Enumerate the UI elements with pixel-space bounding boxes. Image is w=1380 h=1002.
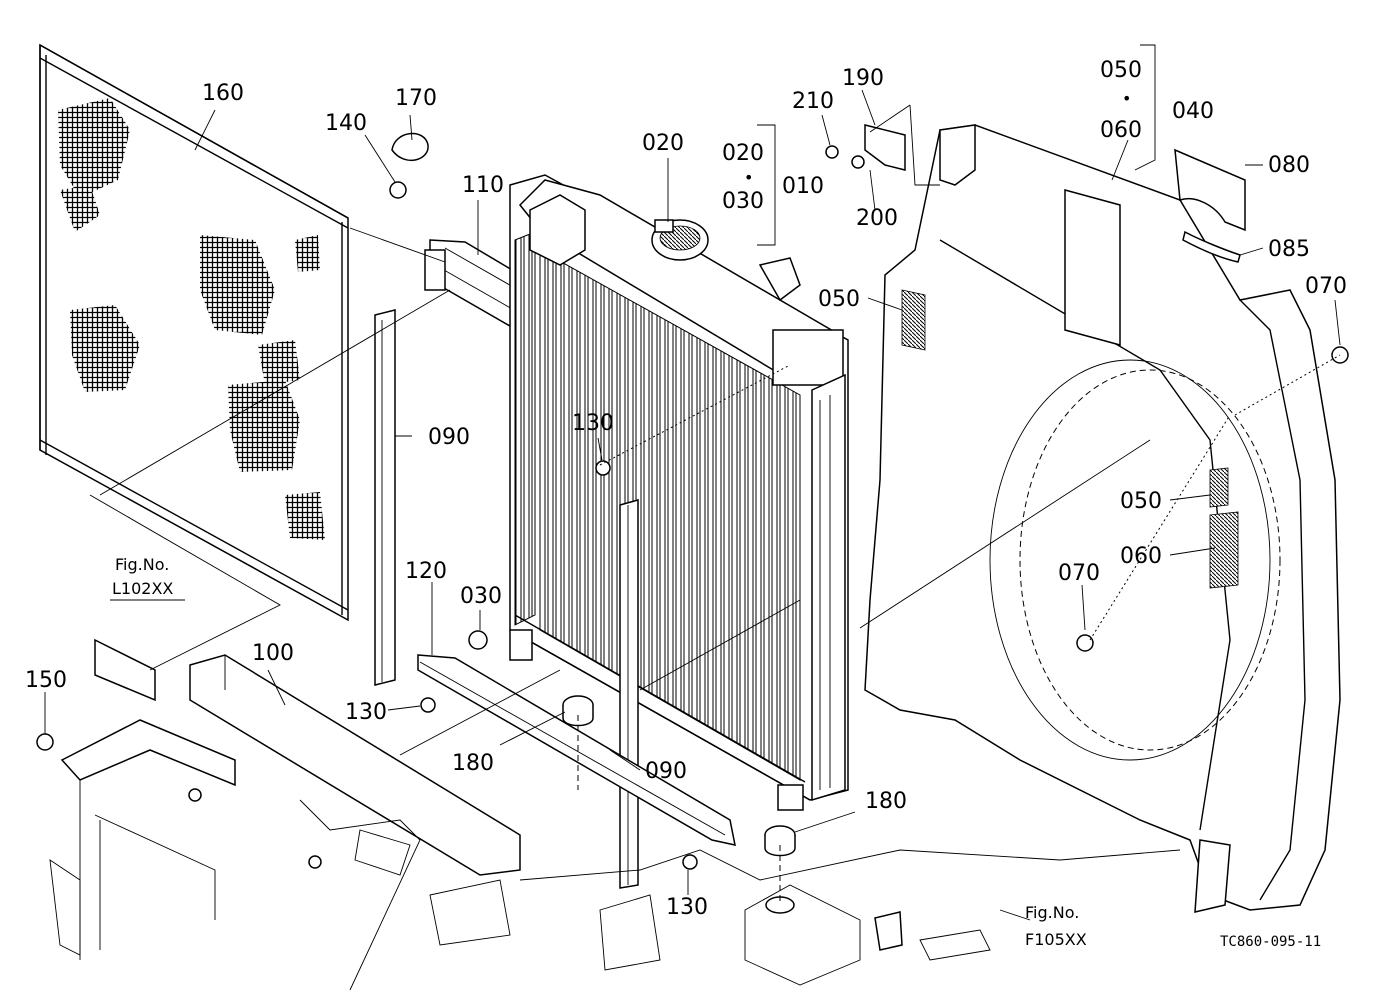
fig-ref-title-1: Fig.No. xyxy=(115,555,169,574)
svg-text:•: • xyxy=(744,168,753,187)
label-210: 210 xyxy=(792,89,834,114)
label-190: 190 xyxy=(842,66,884,91)
grommet-180-left xyxy=(562,695,594,727)
part-labels: 160 170 140 110 020 020 • 030 010 210 19… xyxy=(25,58,1347,920)
label-080: 080 xyxy=(1268,153,1310,178)
bracket-190 xyxy=(825,124,906,171)
label-140: 140 xyxy=(325,111,367,136)
screen-160 xyxy=(39,43,349,622)
label-060-set: 060 xyxy=(1100,118,1142,143)
bolts xyxy=(36,132,1349,870)
fig-ref-title-2: Fig.No. xyxy=(1025,903,1079,922)
label-030-plug: 030 xyxy=(460,584,502,609)
label-085: 085 xyxy=(1268,237,1310,262)
seal-090-left xyxy=(374,309,396,686)
left-frame xyxy=(49,638,421,991)
cover-080 xyxy=(1174,148,1246,232)
fig-ref-code-1: L102XX xyxy=(112,579,173,598)
label-180-right: 180 xyxy=(865,789,907,814)
label-090-left: 090 xyxy=(428,425,470,450)
label-120: 120 xyxy=(405,559,447,584)
figure-reference-l102xx: Fig.No. L102XX xyxy=(110,555,185,601)
label-150: 150 xyxy=(25,668,67,693)
label-100: 100 xyxy=(252,641,294,666)
label-090-right: 090 xyxy=(645,759,687,784)
bracket-120 xyxy=(417,654,736,846)
label-160: 160 xyxy=(202,81,244,106)
label-040: 040 xyxy=(1172,99,1214,124)
drawing-code: TC860-095-11 xyxy=(1220,934,1321,950)
figure-reference-f105xx: Fig.No. F105XX xyxy=(1025,903,1087,949)
label-020-cap: 020 xyxy=(642,131,684,156)
label-060-lower: 060 xyxy=(1120,544,1162,569)
beam-100 xyxy=(189,654,521,876)
svg-text:•: • xyxy=(1122,89,1131,108)
label-030-set: 030 xyxy=(722,189,764,214)
fig-ref-code-2: F105XX xyxy=(1025,930,1087,949)
leader-lines xyxy=(44,44,1341,921)
label-020-set: 020 xyxy=(722,141,764,166)
label-130-mid: 130 xyxy=(345,700,387,725)
label-170: 170 xyxy=(395,86,437,111)
seal-085 xyxy=(1182,230,1241,263)
fan-shroud-040 xyxy=(864,124,1341,913)
label-050-set: 050 xyxy=(1100,58,1142,83)
radiator-core xyxy=(509,174,849,811)
label-180-left: 180 xyxy=(452,751,494,776)
label-010: 010 xyxy=(782,174,824,199)
label-130-upper: 130 xyxy=(572,411,614,436)
label-050-upper: 050 xyxy=(818,287,860,312)
label-050-lower: 050 xyxy=(1120,489,1162,514)
label-070-mid: 070 xyxy=(1058,561,1100,586)
label-200: 200 xyxy=(856,206,898,231)
grommet-180-right xyxy=(764,825,796,857)
seal-090-right xyxy=(619,499,639,889)
label-110: 110 xyxy=(462,173,504,198)
label-130-lower: 130 xyxy=(666,895,708,920)
radiator-cap-020 xyxy=(651,219,801,302)
label-070-top: 070 xyxy=(1305,274,1347,299)
